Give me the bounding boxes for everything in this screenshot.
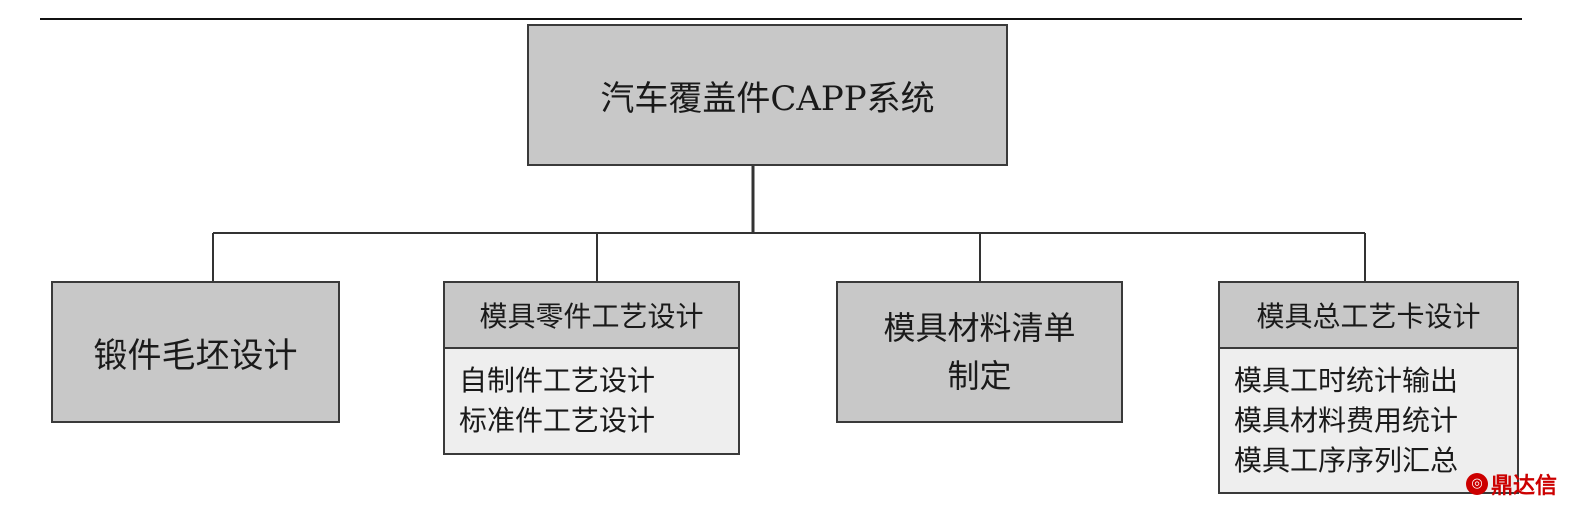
node-label: 锻件毛坯设计 <box>93 335 298 376</box>
node-header: 模具总工艺卡设计 <box>1220 283 1517 349</box>
node-die-part-process-design: 模具零件工艺设计 自制件工艺设计 标准件工艺设计 <box>443 281 740 455</box>
node-label-line: 模具材料清单 <box>883 309 1076 347</box>
watermark-logo-icon: ◎ <box>1466 473 1488 495</box>
watermark-text: 鼎达信 <box>1491 474 1558 499</box>
sub-item: 模具工序序列汇总 <box>1234 444 1459 477</box>
node-forging-blank-design: 锻件毛坯设计 <box>51 281 340 423</box>
sub-item: 标准件工艺设计 <box>459 404 656 437</box>
sub-item: 模具材料费用统计 <box>1234 404 1459 437</box>
node-label: 模具材料清单 制定 <box>883 304 1075 400</box>
root-label: 汽车覆盖件CAPP系统 <box>600 78 935 119</box>
node-header: 模具零件工艺设计 <box>445 283 738 349</box>
node-die-material-list: 模具材料清单 制定 <box>836 281 1123 423</box>
sub-item: 模具工时统计输出 <box>1234 364 1459 397</box>
node-sub-items: 模具工时统计输出 模具材料费用统计 模具工序序列汇总 <box>1220 349 1517 481</box>
root-node: 汽车覆盖件CAPP系统 <box>527 24 1008 166</box>
watermark: ◎ 鼎达信 <box>1466 469 1570 499</box>
node-label: 模具零件工艺设计 <box>479 300 704 333</box>
sub-item: 自制件工艺设计 <box>459 364 656 397</box>
node-sub-items: 自制件工艺设计 标准件工艺设计 <box>445 349 738 441</box>
node-label-line: 制定 <box>947 357 1012 395</box>
node-die-master-process-card: 模具总工艺卡设计 模具工时统计输出 模具材料费用统计 模具工序序列汇总 <box>1218 281 1519 494</box>
node-label: 模具总工艺卡设计 <box>1256 300 1481 333</box>
